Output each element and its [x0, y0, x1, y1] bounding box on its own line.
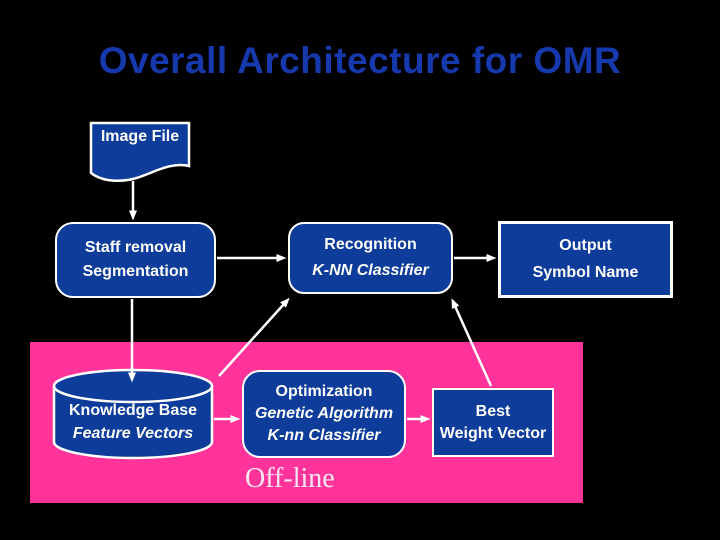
knowledge-base-line1: Knowledge Base	[68, 402, 198, 419]
knowledge-base-line2: Feature Vectors	[72, 425, 194, 442]
slide-title: Overall Architecture for OMR	[98, 40, 622, 81]
recognition-line1: Recognition	[324, 235, 417, 253]
image-file-shape	[89, 121, 191, 182]
staff-removal-line2: Segmentation	[82, 263, 189, 280]
optimization-line1: Optimization	[275, 383, 373, 400]
optimization-line2: Genetic Algorithm	[254, 405, 394, 422]
optimization-line3: K-nn Classifier	[267, 427, 381, 444]
arrow-knowledge-base-to-recognition	[218, 297, 290, 377]
best-weight-vector-line2: Weight Vector	[439, 424, 547, 442]
node-best-weight-vector: Best Weight Vector	[432, 388, 554, 457]
image-file-line1: Image	[100, 128, 148, 145]
staff-removal-line1: Staff removal	[84, 239, 187, 256]
node-optimization: Optimization Genetic Algorithm K-nn Clas…	[242, 370, 406, 458]
node-staff-removal: Staff removal Segmentation	[55, 222, 216, 298]
node-image-file: Image File	[90, 126, 190, 147]
node-output: Output Symbol Name	[498, 221, 673, 298]
node-recognition: Recognition K-NN Classifier	[288, 222, 453, 294]
image-file-line2: File	[151, 128, 180, 145]
offline-section-label: Off-line	[245, 463, 335, 494]
node-knowledge-base: Knowledge Base Feature Vectors	[54, 399, 212, 445]
knowledge-base-cylinder-body	[52, 386, 214, 460]
arrow-best-weight-vector-to-recognition	[451, 298, 493, 387]
output-line1: Output	[559, 236, 612, 254]
recognition-line2: K-NN Classifier	[312, 262, 429, 280]
knowledge-base-cylinder-top	[52, 368, 214, 404]
best-weight-vector-line1: Best	[475, 402, 511, 420]
output-line2: Symbol Name	[532, 264, 639, 282]
